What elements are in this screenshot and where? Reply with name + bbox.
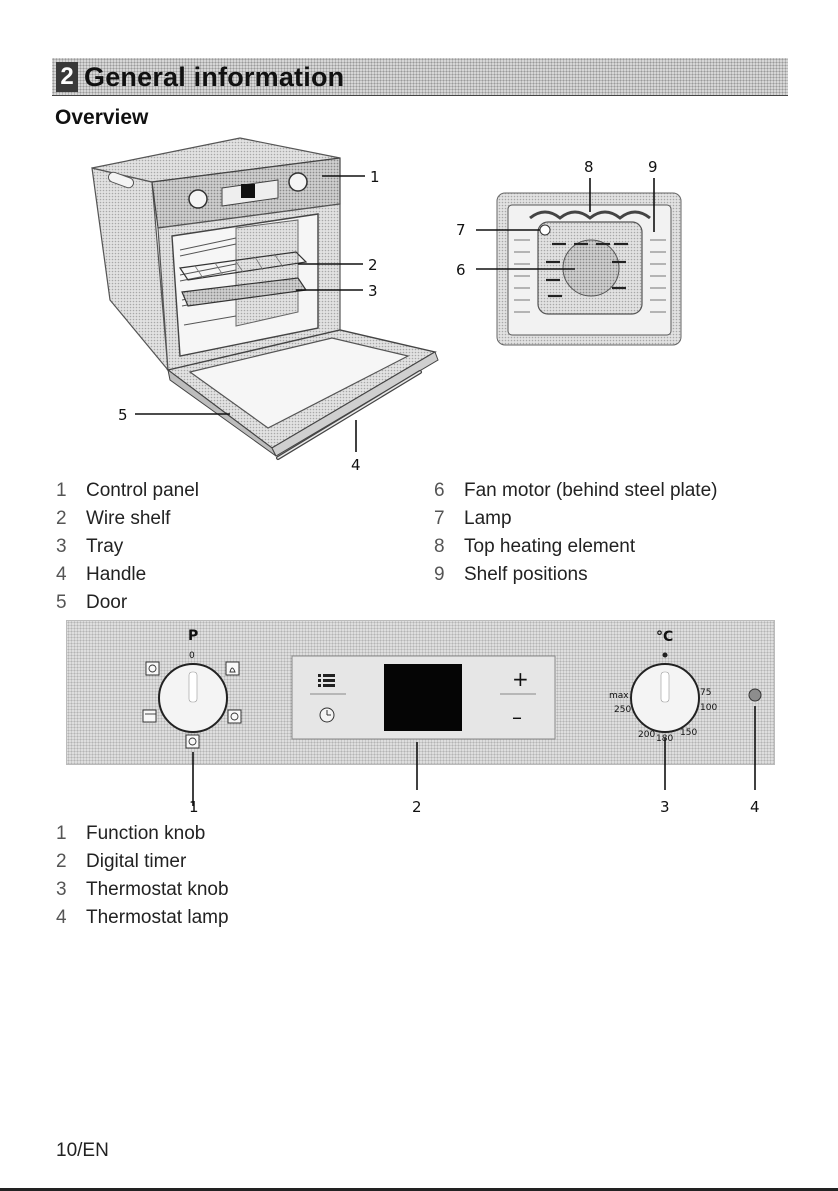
function-knob-zero: 0 [189, 651, 195, 661]
cavity-callout-9: 9 [648, 158, 658, 176]
section-title: Overview [55, 106, 149, 129]
thermostat-lamp [748, 688, 762, 702]
timer-plus-button[interactable]: + [512, 667, 529, 691]
defrost-icon [185, 734, 200, 749]
thermostat-scale-200: 200 [638, 730, 655, 740]
function-knob [158, 663, 228, 733]
cavity-callout-7: 7 [456, 221, 466, 239]
oven-callout-lines [135, 175, 365, 452]
fan-grill-icon [145, 661, 160, 676]
panel-callout-2: 2 [412, 798, 422, 816]
thermostat-scale-250: 250 [614, 705, 631, 715]
oven-cavity-illustration [496, 192, 682, 346]
cavity-callout-8: 8 [584, 158, 594, 176]
thermostat-scale-max: max [609, 691, 629, 701]
thermostat-unit: °C [656, 629, 673, 645]
panel-callout-lines [192, 706, 756, 806]
chapter-header-band [52, 58, 788, 96]
menu-icon[interactable] [318, 674, 335, 687]
cavity-callout-lines [476, 178, 655, 270]
oven-callout-3: 3 [368, 282, 378, 300]
oven-callout-1: 1 [370, 168, 380, 186]
oven-illustration [91, 137, 439, 460]
timer-display [384, 664, 462, 731]
timer-minus-button[interactable]: – [512, 705, 522, 729]
thermostat-knob [630, 652, 700, 733]
chapter-title: General information [84, 62, 345, 92]
top-bottom-heat-icon [142, 709, 157, 723]
thermostat-scale-75: 75 [700, 688, 711, 698]
oven-callout-5: 5 [118, 406, 128, 424]
thermostat-scale-150: 150 [680, 728, 697, 738]
fan-heat-icon [227, 709, 242, 724]
bottom-rule [0, 1188, 838, 1191]
page-number: 10/EN [56, 1140, 109, 1161]
panel-callout-1: 1 [189, 798, 199, 816]
digital-timer [291, 655, 556, 740]
panel-callout-4: 4 [750, 798, 760, 816]
chapter-number-badge: 2 [56, 62, 78, 92]
oven-callout-2: 2 [368, 256, 378, 274]
cavity-callout-6: 6 [456, 261, 466, 279]
oven-callout-4: 4 [351, 456, 361, 474]
clock-icon[interactable] [319, 707, 335, 723]
thermostat-scale-100: 100 [700, 703, 717, 713]
panel-callout-3: 3 [660, 798, 670, 816]
function-knob-label: P [188, 628, 198, 644]
